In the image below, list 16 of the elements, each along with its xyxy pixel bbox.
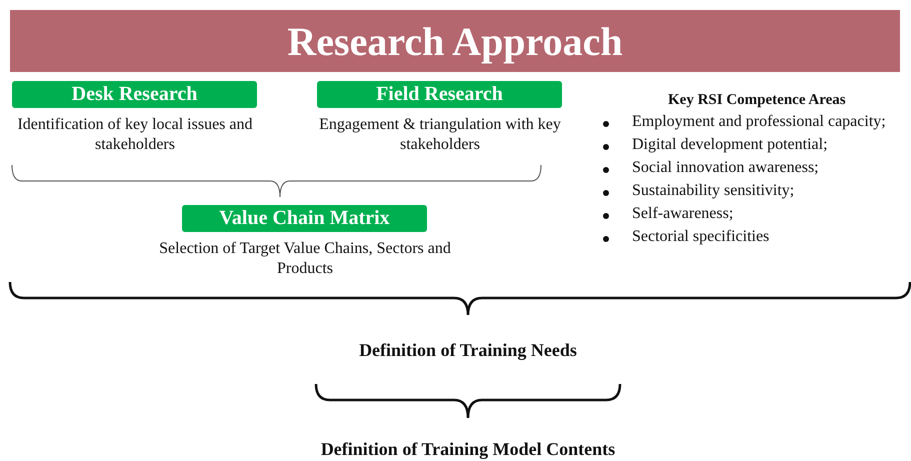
result-text: Definition of Training Needs [358, 340, 578, 361]
description-text: Engagement & triangulation with key stakeholders [318, 115, 562, 155]
list-item: Digital development potential; [632, 136, 828, 154]
list-item: Employment and professional capacity; [632, 113, 886, 131]
result-text: Definition of Training Model Contents [320, 439, 616, 460]
process-box: Field Research [317, 81, 562, 108]
process-box: Value Chain Matrix [182, 205, 427, 232]
list-item: Social innovation awareness; [632, 159, 819, 177]
list-item: Self-awareness; [632, 205, 734, 223]
list-item: Sectorial specificities [632, 228, 770, 246]
list-heading: Key RSI Competence Areas [668, 92, 846, 109]
list-item: Sustainability sensitivity; [632, 182, 794, 200]
process-box: Desk Research [12, 81, 257, 108]
description-text: Selection of Target Value Chains, Sectors and Products [158, 239, 452, 279]
title-banner: Research Approach [10, 10, 900, 72]
description-text: Identification of key local issues and stakeholders [16, 115, 254, 155]
